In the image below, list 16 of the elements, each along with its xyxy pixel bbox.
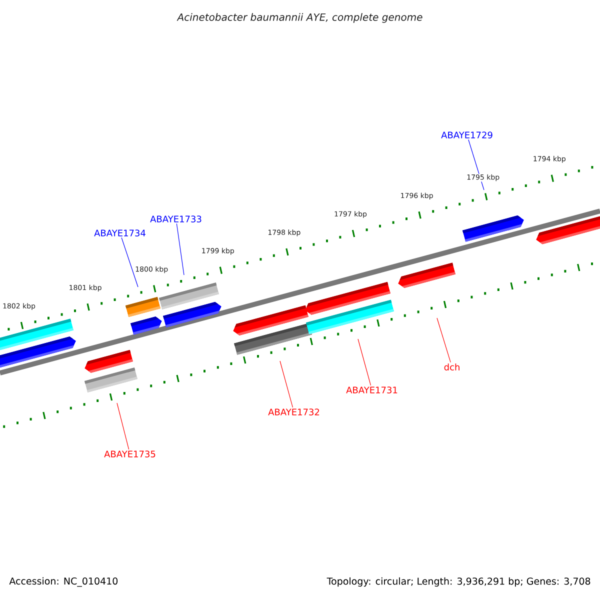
leader-line xyxy=(280,360,294,408)
leader-line xyxy=(116,402,130,450)
leader-line xyxy=(358,338,372,386)
footer-text: Accession: NC_010410 xyxy=(9,577,118,587)
gene-label: ABAYE1732 xyxy=(268,408,320,416)
leader-line xyxy=(121,237,138,288)
gene-label: ABAYE1729 xyxy=(441,132,492,138)
gene-label: ABAYE1733 xyxy=(150,216,202,222)
gene-label: dch xyxy=(444,364,460,370)
gene-label: ABAYE1731 xyxy=(346,386,398,394)
footer-text: Topology: circular; Length: 3,936,291 bp; Genes: 3,708 xyxy=(326,577,590,587)
title: Acinetobacter baumannii AYE, complete genome xyxy=(176,13,422,23)
leader-line xyxy=(436,318,451,363)
gene-label: ABAYE1734 xyxy=(94,230,146,236)
gene-label: ABAYE1735 xyxy=(104,450,156,458)
leader-line xyxy=(176,223,184,276)
